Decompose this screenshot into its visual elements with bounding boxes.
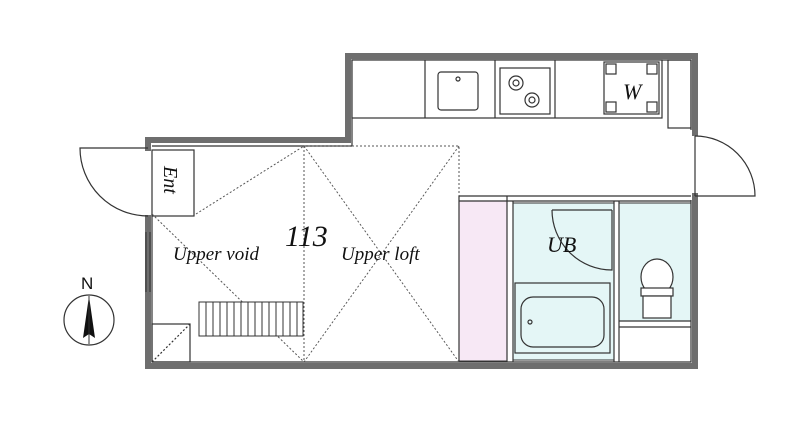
compass-north-label: N [81,274,93,293]
washer-space [603,61,660,115]
closet-area [458,200,508,362]
unit-bath-label: UB [547,232,576,257]
right-door [694,135,756,197]
sink [437,71,479,111]
loft-ladder [198,301,304,337]
washer-label: W [623,79,643,104]
upper-void-label: Upper void [173,244,260,265]
kitchen-counter [351,59,663,119]
exterior-walls [145,53,698,369]
room-number: 113 [285,220,328,253]
entrance-door [79,147,195,217]
entrance-label: Ent [159,165,181,194]
bathtub [514,282,611,354]
toilet [640,258,674,319]
loft-dashed-lines [151,145,460,363]
compass-icon [63,294,115,346]
storage-cabinet [667,59,692,129]
left-window [145,232,151,292]
corner-closet [151,323,191,363]
bathroom-door [551,209,613,271]
stove [499,67,551,115]
upper-loft-label: Upper loft [341,244,420,265]
